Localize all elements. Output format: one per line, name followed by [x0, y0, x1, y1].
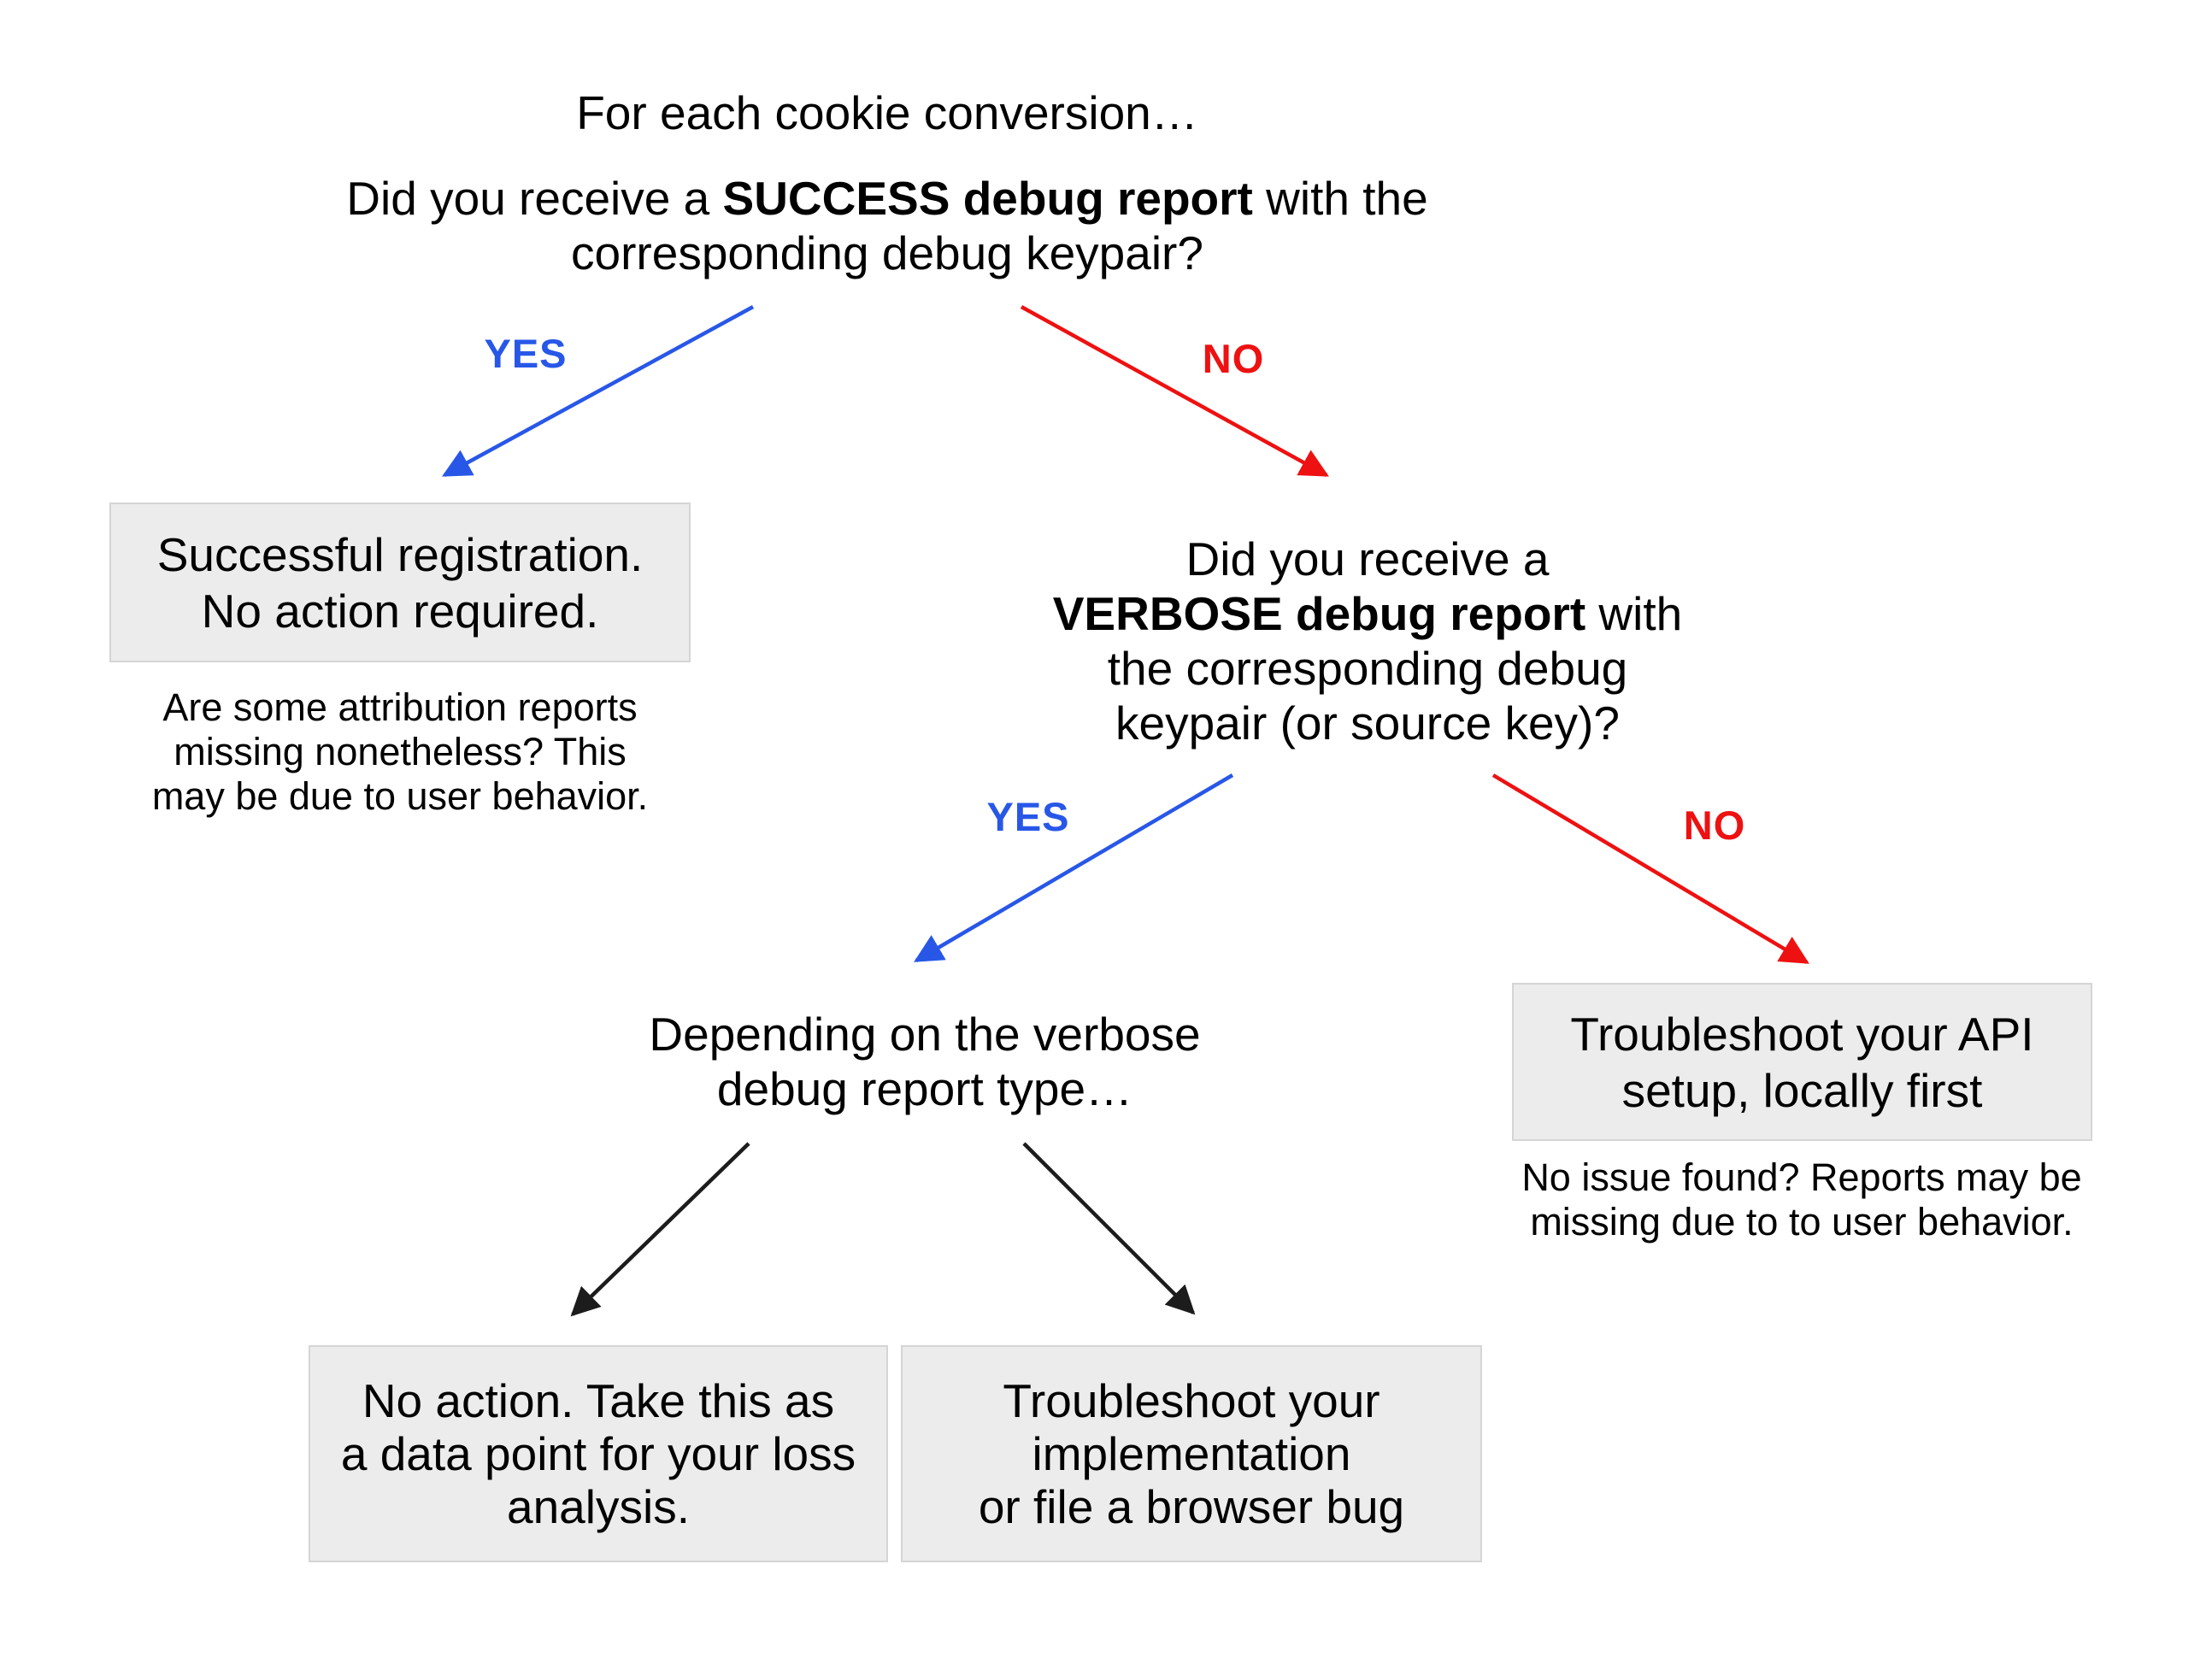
implementation-box-text: Troubleshoot your implementation or file…: [978, 1374, 1405, 1533]
verbose-question-line2-bold: VERBOSE debug report: [1052, 587, 1586, 640]
root-question-line2: corresponding debug keypair?: [571, 226, 1203, 279]
api-box-text: Troubleshoot your API setup, locally fir…: [1570, 1007, 2034, 1117]
root-question: For each cookie conversion… Did you rece…: [332, 85, 1443, 280]
success-box: Successful registration. No action requi…: [109, 503, 691, 662]
root-question-intro: For each cookie conversion…: [576, 86, 1198, 139]
verbose-question-line3: the corresponding debug: [1107, 642, 1628, 695]
no-action-box-text: No action. Take this as a data point for…: [340, 1374, 856, 1533]
verbose-question-line2-suffix: with: [1585, 587, 1683, 640]
root-question-line1-bold: SUCCESS debug report: [722, 172, 1253, 225]
root-question-line1-prefix: Did you receive a: [346, 172, 723, 225]
no-arrow-level1: [1020, 305, 1329, 477]
no-action-box: No action. Take this as a data point for…: [309, 1345, 888, 1562]
api-note: No issue found? Reports may be missing d…: [1521, 1155, 2082, 1244]
verbose-left-arrow: [570, 1142, 750, 1317]
success-box-text: Successful registration. No action requi…: [156, 527, 644, 638]
root-question-text: Did you receive a SUCCESS debug report w…: [332, 171, 1443, 280]
depending-text: Depending on the verbose debug report ty…: [649, 1008, 1201, 1115]
no-label-level1: NO: [1202, 336, 1265, 381]
no-label-level2: NO: [1683, 803, 1746, 848]
root-question-line1-suffix: with the: [1252, 172, 1428, 225]
verbose-question: Did you receive a VERBOSE debug report w…: [1051, 532, 1684, 750]
verbose-question-line4: keypair (or source key)?: [1115, 697, 1620, 750]
yes-label-level2: YES: [986, 794, 1070, 839]
verbose-question-line1: Did you receive a: [1185, 532, 1550, 585]
success-note: Are some attribution reports missing non…: [151, 685, 649, 818]
yes-label-level1: YES: [484, 331, 568, 376]
root-question-line1: Did you receive a SUCCESS debug report w…: [332, 171, 1443, 226]
verbose-right-arrow: [1022, 1142, 1196, 1315]
implementation-box: Troubleshoot your implementation or file…: [901, 1345, 1482, 1562]
verbose-question-line2: VERBOSE debug report with: [1051, 586, 1684, 641]
api-box: Troubleshoot your API setup, locally fir…: [1512, 983, 2092, 1141]
